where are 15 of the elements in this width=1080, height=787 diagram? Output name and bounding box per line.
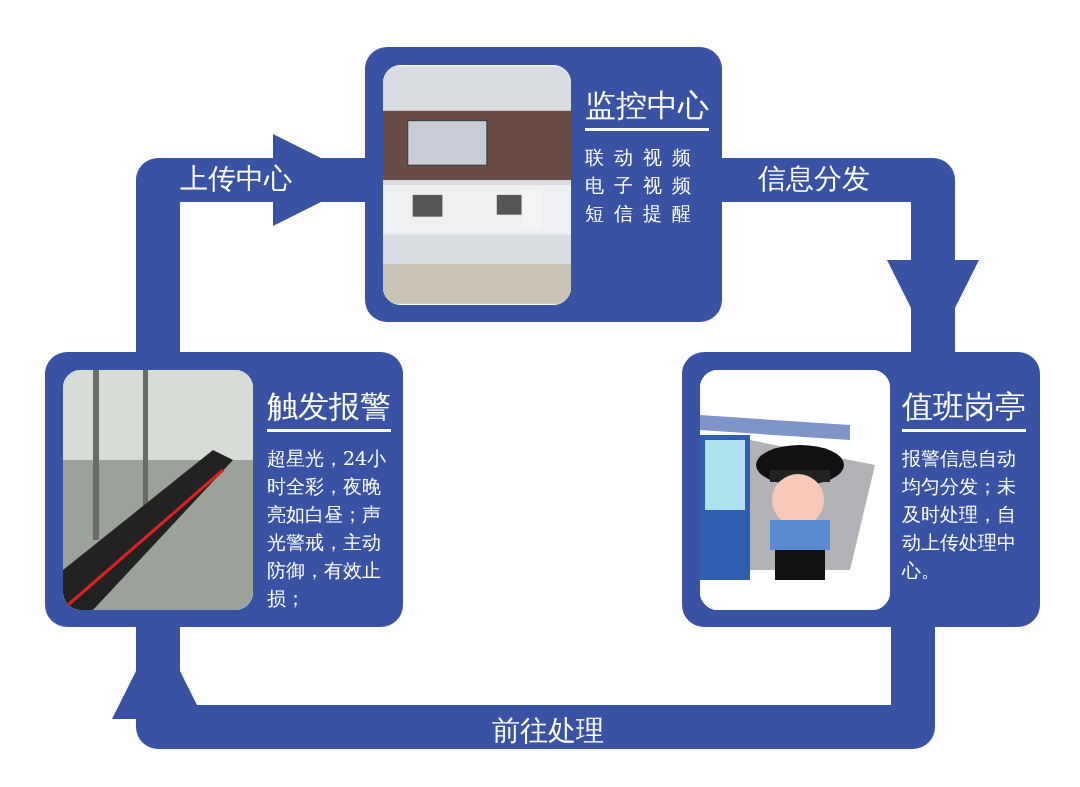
edge-label: 上传中心 <box>180 164 292 195</box>
flow-arrow <box>111 627 935 749</box>
info-card <box>682 352 1040 627</box>
edge-label: 信息分发 <box>758 164 870 195</box>
info-card <box>365 47 722 322</box>
card-title: 触发报警 <box>267 388 391 433</box>
info-card <box>45 352 403 627</box>
edge-label: 前往处理 <box>492 716 604 747</box>
card-description: 超星光，24小时全彩，夜晚亮如白昼；声光警戒，主动防御，有效止损； <box>267 446 388 611</box>
card-title: 值班岗亭 <box>902 388 1026 433</box>
flow-arrow <box>722 158 980 352</box>
card-title: 监控中心 <box>585 87 709 132</box>
card-description: 联动视频电子视频短信提醒 <box>585 145 702 226</box>
flow-arrow <box>136 133 365 352</box>
card-description: 报警信息自动均匀分发；未及时处理，自动上传处理中心。 <box>902 446 1017 583</box>
